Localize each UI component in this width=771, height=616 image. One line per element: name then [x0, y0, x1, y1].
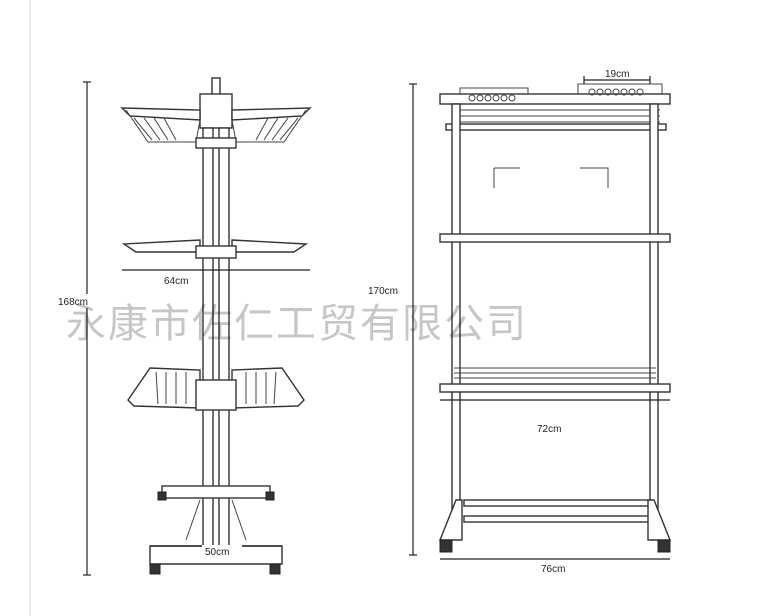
- left-caster-upper-b: [265, 491, 275, 501]
- left-top-shelf: [120, 107, 312, 149]
- left-caster-upper-a: [157, 491, 167, 501]
- left-shelf-width-label: 64cm: [164, 276, 188, 287]
- left-lower-shelf: [127, 367, 305, 411]
- left-caster-b: [269, 563, 281, 575]
- right-base-width-label: 76cm: [541, 564, 565, 575]
- left-caster-a: [149, 563, 161, 575]
- right-upright-right: [649, 103, 659, 535]
- right-base: 76cm: [438, 499, 672, 575]
- right-caster-left: [439, 539, 453, 553]
- right-caster-right: [657, 539, 671, 553]
- right-top-shelf: [445, 109, 667, 131]
- left-height-label: 168cm: [58, 297, 88, 308]
- right-back-panel-mark: [493, 167, 609, 188]
- left-middle-shelf: 64cm: [121, 239, 310, 287]
- right-rail-width-label: 72cm: [537, 424, 561, 435]
- left-base: 50cm: [149, 485, 283, 575]
- left-rack-drawing: 168cm 64cm: [58, 77, 312, 576]
- right-lower-shelf: 72cm: [439, 367, 671, 435]
- company-watermark: 永康市佐仁工贸有限公司: [66, 301, 528, 347]
- left-base-width-label: 50cm: [205, 547, 229, 558]
- right-top-hangers: 19cm: [439, 69, 671, 105]
- right-hanger-width-label: 19cm: [605, 69, 629, 80]
- right-height-label: 170cm: [368, 286, 398, 297]
- right-middle-rail: [439, 233, 671, 243]
- right-rack-drawing: 170cm 19cm: [366, 69, 672, 575]
